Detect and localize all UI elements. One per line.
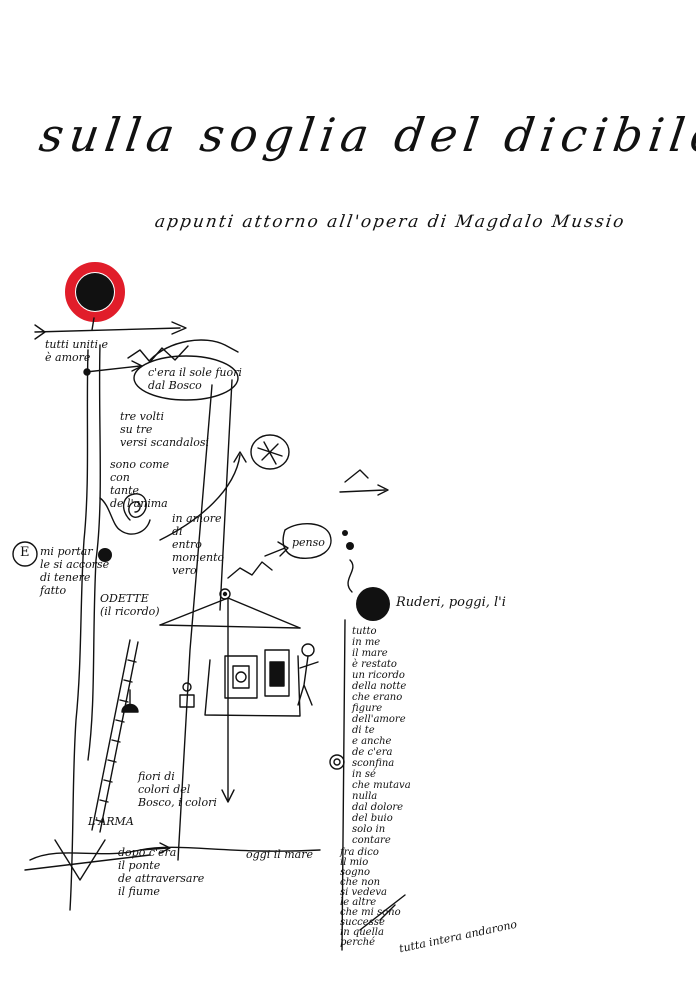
red-ring [65, 262, 125, 322]
frame-left [224, 655, 258, 699]
note-oval: c'era il sole fuori dal Bosco [148, 366, 242, 392]
note-left-tenere: mi portar le si accorse di tenere fatto [40, 545, 110, 597]
note-top-left: tutti uniti e è amore [45, 338, 108, 364]
note-amore: in amore di entro momento vero [172, 512, 225, 577]
spiral-scribble [123, 493, 147, 521]
note-ponte: dopo c'era il ponte de attraversare il f… [118, 846, 205, 898]
black-dot-large [76, 273, 114, 311]
ladder [91, 639, 131, 831]
left-spine [69, 349, 89, 911]
note-colori: fiori di colori del Bosco, i colori [138, 770, 217, 809]
note-ruderi: Ruderi, poggi, l'i [396, 595, 506, 610]
frame-right [264, 649, 290, 697]
black-dot-right [356, 587, 390, 621]
note-odette: ODETTE (il ricordo) [100, 592, 160, 618]
tent-shape [159, 597, 301, 629]
note-column-right: tutto in me il mare è restato un ricordo… [352, 626, 411, 846]
circled-letter-label: E [20, 545, 30, 560]
note-anima: sono come con tante de l'anima [110, 458, 170, 510]
black-dot-small [98, 548, 112, 562]
top-arrow [34, 327, 181, 333]
note-three-faces: tre volti su tre versi scandalosi [120, 410, 209, 449]
thought-oval [133, 355, 239, 401]
circled-letter [12, 541, 38, 567]
note-arma: L'ARMA [88, 815, 134, 828]
note-column-bottom: fra dico il mio sogno che non si vedeva … [340, 847, 401, 948]
scribble-ball [250, 434, 290, 470]
note-mare: oggi il mare [246, 848, 314, 861]
note-penso: penso [292, 536, 325, 549]
